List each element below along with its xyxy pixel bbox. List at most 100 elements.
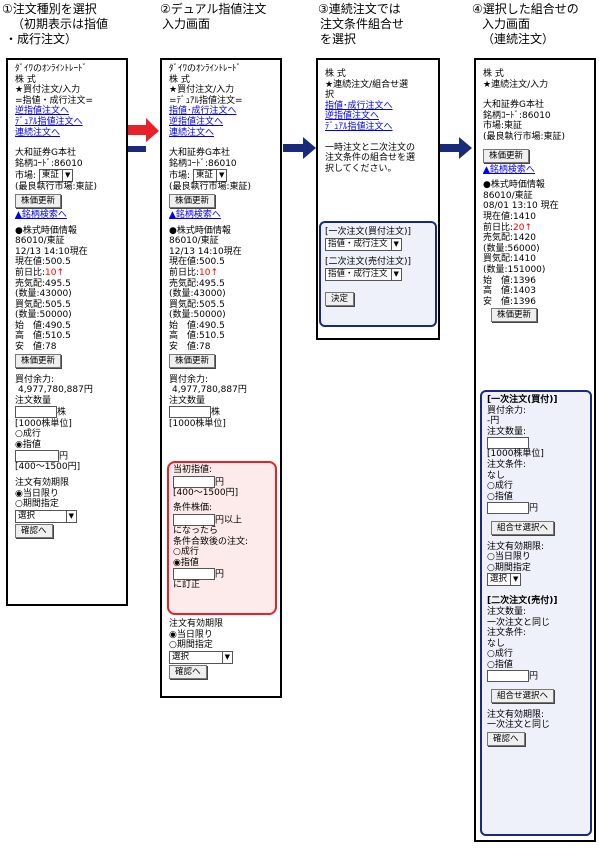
high-price: 高 値:510.5 [169, 331, 225, 342]
revised-price-input[interactable] [173, 568, 215, 581]
radio-expiry-today[interactable]: ◉当日限り [169, 629, 213, 640]
first-order-label: [一次注文(買付注文)] [325, 227, 412, 237]
second-order-select[interactable]: 指値・成行注文▼ [325, 268, 402, 281]
market-label: 市場: [15, 171, 37, 182]
first-order-select[interactable]: 指値・成行注文▼ [325, 238, 402, 251]
radio-limit[interactable]: ○指値 [487, 491, 513, 502]
radio-market[interactable]: ○成行 [15, 429, 41, 440]
update-price-button-2[interactable]: 株価更新 [15, 353, 62, 368]
update-price-button[interactable]: 株価更新 [483, 148, 530, 163]
qty-input[interactable] [487, 437, 529, 450]
link-stop-order[interactable]: 逆指値注文へ [169, 116, 224, 127]
change-value: 10↑ [45, 267, 65, 278]
link-stop-order[interactable]: 逆指値注文へ [325, 111, 380, 122]
confirm-button[interactable]: 確認へ [487, 731, 525, 746]
category-label: 株 式 [169, 74, 190, 85]
radio-expiry-period[interactable]: ○期間指定 [15, 499, 59, 510]
radio-expiry-today[interactable]: ○当日限り [487, 552, 531, 563]
second-qty-value: 一次注文と同じ [487, 617, 551, 628]
change-label: 前日比: [15, 267, 46, 278]
link-continuous-order[interactable]: 連続注文へ [15, 127, 61, 138]
description-line-2: 注文条件の組合せを選 [325, 153, 416, 164]
second-cond-value: なし [487, 638, 506, 649]
second-cond-label: 注文条件: [487, 628, 527, 639]
decide-button[interactable]: 決定 [325, 292, 355, 306]
ask-price: 売気配:1420 [483, 233, 536, 244]
combo-select-button[interactable]: 組合せ選択へ [491, 520, 555, 535]
quote-title: ●株式時価情報 [15, 225, 77, 236]
update-price-button-2[interactable]: 株価更新 [169, 353, 216, 368]
page-heading: ★連続注文/入力 [483, 79, 549, 90]
radio-market[interactable]: ○成行 [487, 481, 513, 492]
change-value: 10↑ [199, 267, 219, 278]
second-radio-market[interactable]: ○成行 [487, 649, 513, 660]
link-limit-market-order[interactable]: 指値･成行注文へ [169, 106, 237, 117]
navy-arrow-shape [439, 137, 472, 159]
radio-expiry-period[interactable]: ○期間指定 [169, 640, 213, 651]
limit-price-input[interactable] [15, 450, 59, 463]
quote-code: 86010/東証 [15, 236, 65, 247]
update-price-button[interactable]: 株価更新 [169, 193, 216, 208]
bid-price: 買気配:505.5 [169, 299, 225, 310]
step1-title: ①注文種別を選択 [2, 2, 97, 16]
link-stock-search[interactable]: ▲銘柄検索へ [15, 209, 67, 220]
current-price: 現在値:1410 [483, 211, 536, 222]
limit-price-input[interactable] [487, 502, 529, 515]
period-select[interactable]: 選択▼ [169, 650, 233, 664]
second-price-row: 円 [487, 670, 585, 683]
link-limit-market-order[interactable]: 指値･成行注文へ [325, 100, 393, 111]
radio-expiry-period[interactable]: ○期間指定 [487, 562, 531, 573]
qty-input[interactable] [169, 406, 211, 419]
expiry-label: 注文有効期限: [487, 541, 545, 552]
qty-lot: [1000株単位] [15, 418, 72, 429]
qty-unit: 株 [211, 407, 221, 418]
link-stock-search[interactable]: ▲銘柄検索へ [483, 164, 535, 175]
market-select[interactable]: 東証▼ [192, 169, 228, 183]
period-select[interactable]: 選択▼ [487, 573, 522, 587]
link-dual-limit-order[interactable]: ﾃﾞｭｱﾙ指値注文へ [325, 121, 393, 132]
second-expiry-value: 一次注文と同じ [487, 720, 551, 731]
step3-sub1: 注文条件組合せ [320, 17, 405, 31]
link-stock-search[interactable]: ▲銘柄検索へ [169, 209, 221, 220]
quote-code: 86010/東証 [169, 236, 219, 247]
category-label: 株 式 [15, 74, 36, 85]
initial-limit-label: 当初指値: [173, 465, 213, 475]
chevron-down-icon: ▼ [510, 574, 518, 586]
confirm-button[interactable]: 確認へ [15, 523, 53, 538]
second-combo-select-button[interactable]: 組合せ選択へ [491, 688, 555, 703]
current-price: 現在値:500.5 [169, 257, 225, 268]
radio-expiry-today[interactable]: ◉当日限り [15, 488, 59, 499]
revise-text: に訂正 [173, 580, 201, 591]
update-price-button[interactable]: 株価更新 [15, 193, 62, 208]
period-select-value: 選択 [490, 574, 508, 585]
link-stop-order[interactable]: 逆指値注文へ [15, 106, 70, 117]
market-select[interactable]: 東証▼ [38, 169, 74, 183]
qty-input[interactable] [15, 406, 57, 419]
cond-value: なし [487, 470, 506, 481]
second-radio-limit[interactable]: ○指値 [487, 659, 513, 670]
confirm-button[interactable]: 確認へ [169, 664, 207, 679]
radio-limit[interactable]: ◉指値 [15, 439, 41, 450]
second-limit-price-input[interactable] [487, 670, 529, 683]
description-line-1: 一時注文と二次注文の [325, 142, 416, 153]
market-row: 市場: 東証▼ [169, 169, 274, 183]
page-heading: ★連続注文/組合せ選 [325, 79, 409, 90]
open-price: 始 値:1396 [483, 275, 536, 286]
ask-price: 売気配:495.5 [169, 278, 225, 289]
stock-code: 銘柄ｺｰﾄﾞ:86010 [15, 158, 83, 169]
market-select-value: 東証 [41, 170, 59, 181]
market-label: 市場:東証 [483, 121, 523, 132]
chevron-down-icon: ▼ [390, 269, 399, 280]
qty-lot: [1000株単位] [169, 418, 226, 429]
step3-title: ③連続注文では [318, 2, 401, 16]
link-continuous-order[interactable]: 連続注文へ [169, 127, 215, 138]
period-select[interactable]: 選択▼ [15, 509, 77, 523]
link-dual-limit-order[interactable]: ﾃﾞｭｱﾙ指値注文へ [15, 116, 83, 127]
radio-limit[interactable]: ◉指値 [173, 557, 199, 568]
period-select-value: 選択 [18, 510, 36, 521]
update-price-button-2[interactable]: 株価更新 [491, 308, 538, 323]
radio-market[interactable]: ○成行 [173, 547, 199, 558]
description-line-3: 択してください。 [325, 163, 397, 174]
cond-price-input[interactable] [173, 513, 215, 526]
initial-limit-input[interactable] [173, 475, 215, 488]
